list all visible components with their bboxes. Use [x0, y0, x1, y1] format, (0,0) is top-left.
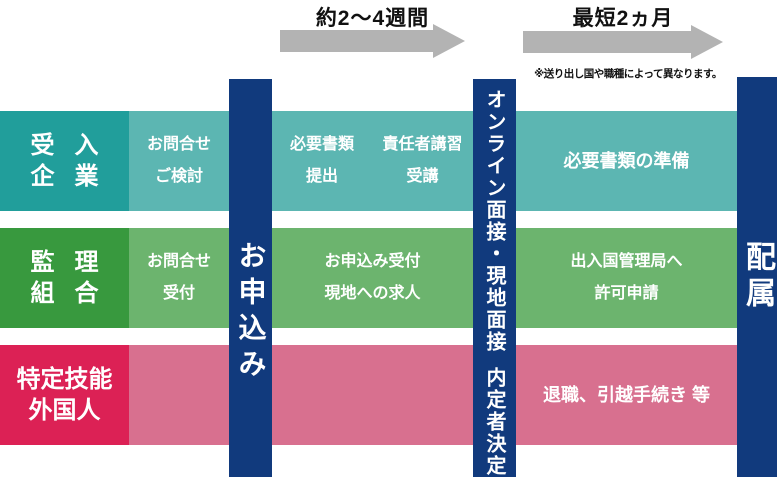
- step-text-line: 許可申請: [594, 285, 659, 302]
- lane-supervising-union-label: 監理 組合: [0, 228, 129, 328]
- step-text-line: 受付: [162, 285, 195, 302]
- milestone-interview-label-part1: オンライン面接・現地面接: [483, 89, 505, 353]
- lane-label-line: 組合: [30, 280, 99, 307]
- lane-label-line: 企業: [30, 163, 99, 190]
- step-text-line: 責任者講習: [382, 136, 463, 153]
- step-text-line: 受講: [406, 168, 439, 185]
- step-text-line: ご検討: [154, 168, 203, 185]
- lane-receiving-company-label: 受入 企業: [0, 111, 129, 211]
- lane-label-line: 特定技能: [16, 366, 113, 393]
- milestone-interview-label-part2: 内定者決定: [483, 367, 505, 477]
- step-text-line: お問合せ: [146, 253, 211, 270]
- step-text-line: 退職、引越手続き 等: [542, 385, 710, 405]
- lane-label-line: 受入: [30, 132, 99, 159]
- duration-note: ※送り出し国や職種によって異なります。: [534, 68, 722, 80]
- milestone-application-bar: お申込み: [229, 79, 272, 477]
- step-text-line: お申込み受付: [324, 253, 421, 270]
- milestone-assignment-label: 配属: [741, 241, 774, 313]
- step-text-line: 出入国管理局へ: [570, 253, 683, 270]
- phase1-arrow-icon: [280, 24, 465, 58]
- lane-label-line: 監理: [30, 249, 99, 276]
- milestone-interview-bar: オンライン面接・現地面接 内定者決定: [473, 79, 516, 477]
- step-manager-training: 責任者講習 受講: [372, 111, 473, 211]
- step-application-reception-local-recruiting: お申込み受付 現地への求人: [272, 228, 473, 328]
- step-text-line: 提出: [305, 168, 338, 185]
- step-immigration-permission-application: 出入国管理局へ 許可申請: [516, 228, 737, 328]
- milestone-assignment-bar: 配属: [737, 77, 777, 477]
- step-text-line: 現地への求人: [324, 285, 421, 302]
- step-resignation-moving-procedures: 退職、引越手続き 等: [516, 345, 737, 445]
- step-text-line: お問合せ: [146, 136, 211, 153]
- lane-label-line: 外国人: [28, 397, 101, 424]
- step-text-line: 必要書類の準備: [563, 151, 690, 171]
- step-required-docs-submission: 必要書類 提出: [272, 111, 372, 211]
- phase2-arrow-icon: [523, 25, 723, 59]
- phase2-duration-label: 最短2ヵ月: [572, 7, 674, 30]
- step-text-line: 必要書類: [289, 136, 354, 153]
- step-inquiry-reception: お問合せ 受付: [129, 228, 229, 328]
- milestone-application-label: お申込み: [235, 241, 267, 385]
- step-inquiry-consideration: お問合せ ご検討: [129, 111, 229, 211]
- lane-skilled-worker-label: 特定技能 外国人: [0, 345, 129, 445]
- phase1-duration-label: 約2〜4週間: [315, 7, 430, 30]
- step-docs-preparation: 必要書類の準備: [516, 111, 737, 211]
